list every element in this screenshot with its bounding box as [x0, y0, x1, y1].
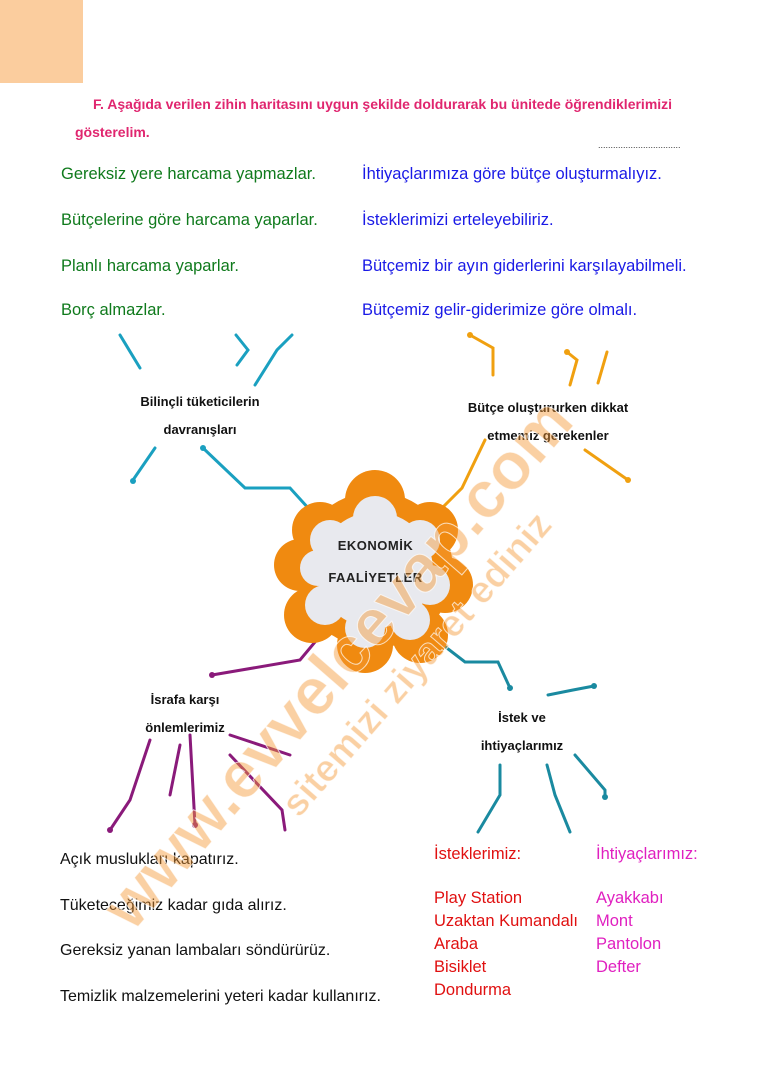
- budget-answer: İhtiyaçlarımıza göre bütçe oluşturmalıyı…: [362, 165, 662, 183]
- needs-title: İhtiyaçlarımız:: [596, 845, 698, 863]
- needs-item: Pantolon: [596, 935, 662, 953]
- budget-answer: İsteklerimizi erteleyebiliriz.: [362, 211, 554, 229]
- wants-item: Araba: [434, 935, 479, 953]
- node-wants: İstek ve ihtiyaçlarımız: [462, 704, 582, 760]
- consumer-answer: Planlı harcama yaparlar.: [61, 257, 239, 275]
- corner-decoration: [0, 0, 83, 83]
- node-consumers: Bilinçli tüketicilerin davranışları: [105, 388, 295, 444]
- node-consumers-line1: Bilinçli tüketicilerin: [140, 394, 260, 409]
- budget-answer: Bütçemiz gelir-giderimize göre olmalı.: [362, 301, 638, 319]
- waste-answer: Tüketeceğimiz kadar gıda alırız.: [60, 897, 287, 914]
- waste-answer: Gereksiz yanan lambaları söndürürüz.: [60, 942, 331, 959]
- center-topic: EKONOMİK FAALİYETLER: [318, 530, 433, 594]
- center-cloud: [274, 470, 473, 673]
- needs-item: Ayakkabı: [596, 889, 664, 907]
- node-wants-line1: İstek ve: [498, 710, 546, 725]
- node-consumers-line2: davranışları: [163, 422, 237, 437]
- wants-item: Bisiklet: [434, 958, 487, 976]
- wants-list: İsteklerimiz: Play Station Uzaktan Kuman…: [434, 843, 578, 1002]
- node-budget-line2: etmemiz gerekenler: [487, 428, 609, 443]
- waste-answer: Temizlik malzemelerini yeteri kadar kull…: [60, 988, 381, 1005]
- budget-branches: [438, 333, 630, 512]
- wants-item: Dondurma: [434, 981, 512, 999]
- waste-answer: Açık muslukları kapatırız.: [60, 851, 239, 868]
- consumer-answer: Borç almazlar.: [61, 301, 166, 319]
- node-wants-line2: ihtiyaçlarımız: [480, 738, 564, 753]
- node-waste: İsrafa karşı önlemlerimiz: [125, 686, 245, 742]
- instruction-line1: F. Aşağıda verilen zihin haritasını uygu…: [93, 96, 673, 112]
- needs-item: Defter: [596, 958, 641, 976]
- needs-list: İhtiyaçlarımız: Ayakkabı Mont Pantolon D…: [596, 843, 698, 979]
- wants-item: Play Station: [434, 889, 523, 907]
- answer-dots: .................................: [598, 140, 681, 150]
- node-budget: Bütçe oluştururken dikkat etmemiz gereke…: [448, 394, 648, 450]
- wants-item: Uzaktan Kumandalı: [434, 912, 578, 930]
- center-topic-line2: FAALİYETLER: [328, 570, 423, 585]
- consumer-branches: [118, 333, 312, 512]
- wants-title: İsteklerimiz:: [434, 845, 522, 863]
- instruction-line2: gösterelim.: [75, 124, 150, 140]
- node-waste-line2: önlemlerimiz: [145, 720, 225, 735]
- budget-answer: Bütçemiz bir ayın giderlerini karşılayab…: [362, 257, 687, 275]
- consumer-answer: Bütçelerine göre harcama yaparlar.: [61, 211, 318, 229]
- node-waste-line1: İsrafa karşı: [150, 692, 220, 707]
- consumer-answer: Gereksiz yere harcama yapmazlar.: [61, 165, 316, 183]
- needs-item: Mont: [596, 912, 633, 930]
- node-budget-line1: Bütçe oluştururken dikkat: [467, 400, 629, 415]
- center-topic-line1: EKONOMİK: [337, 538, 414, 553]
